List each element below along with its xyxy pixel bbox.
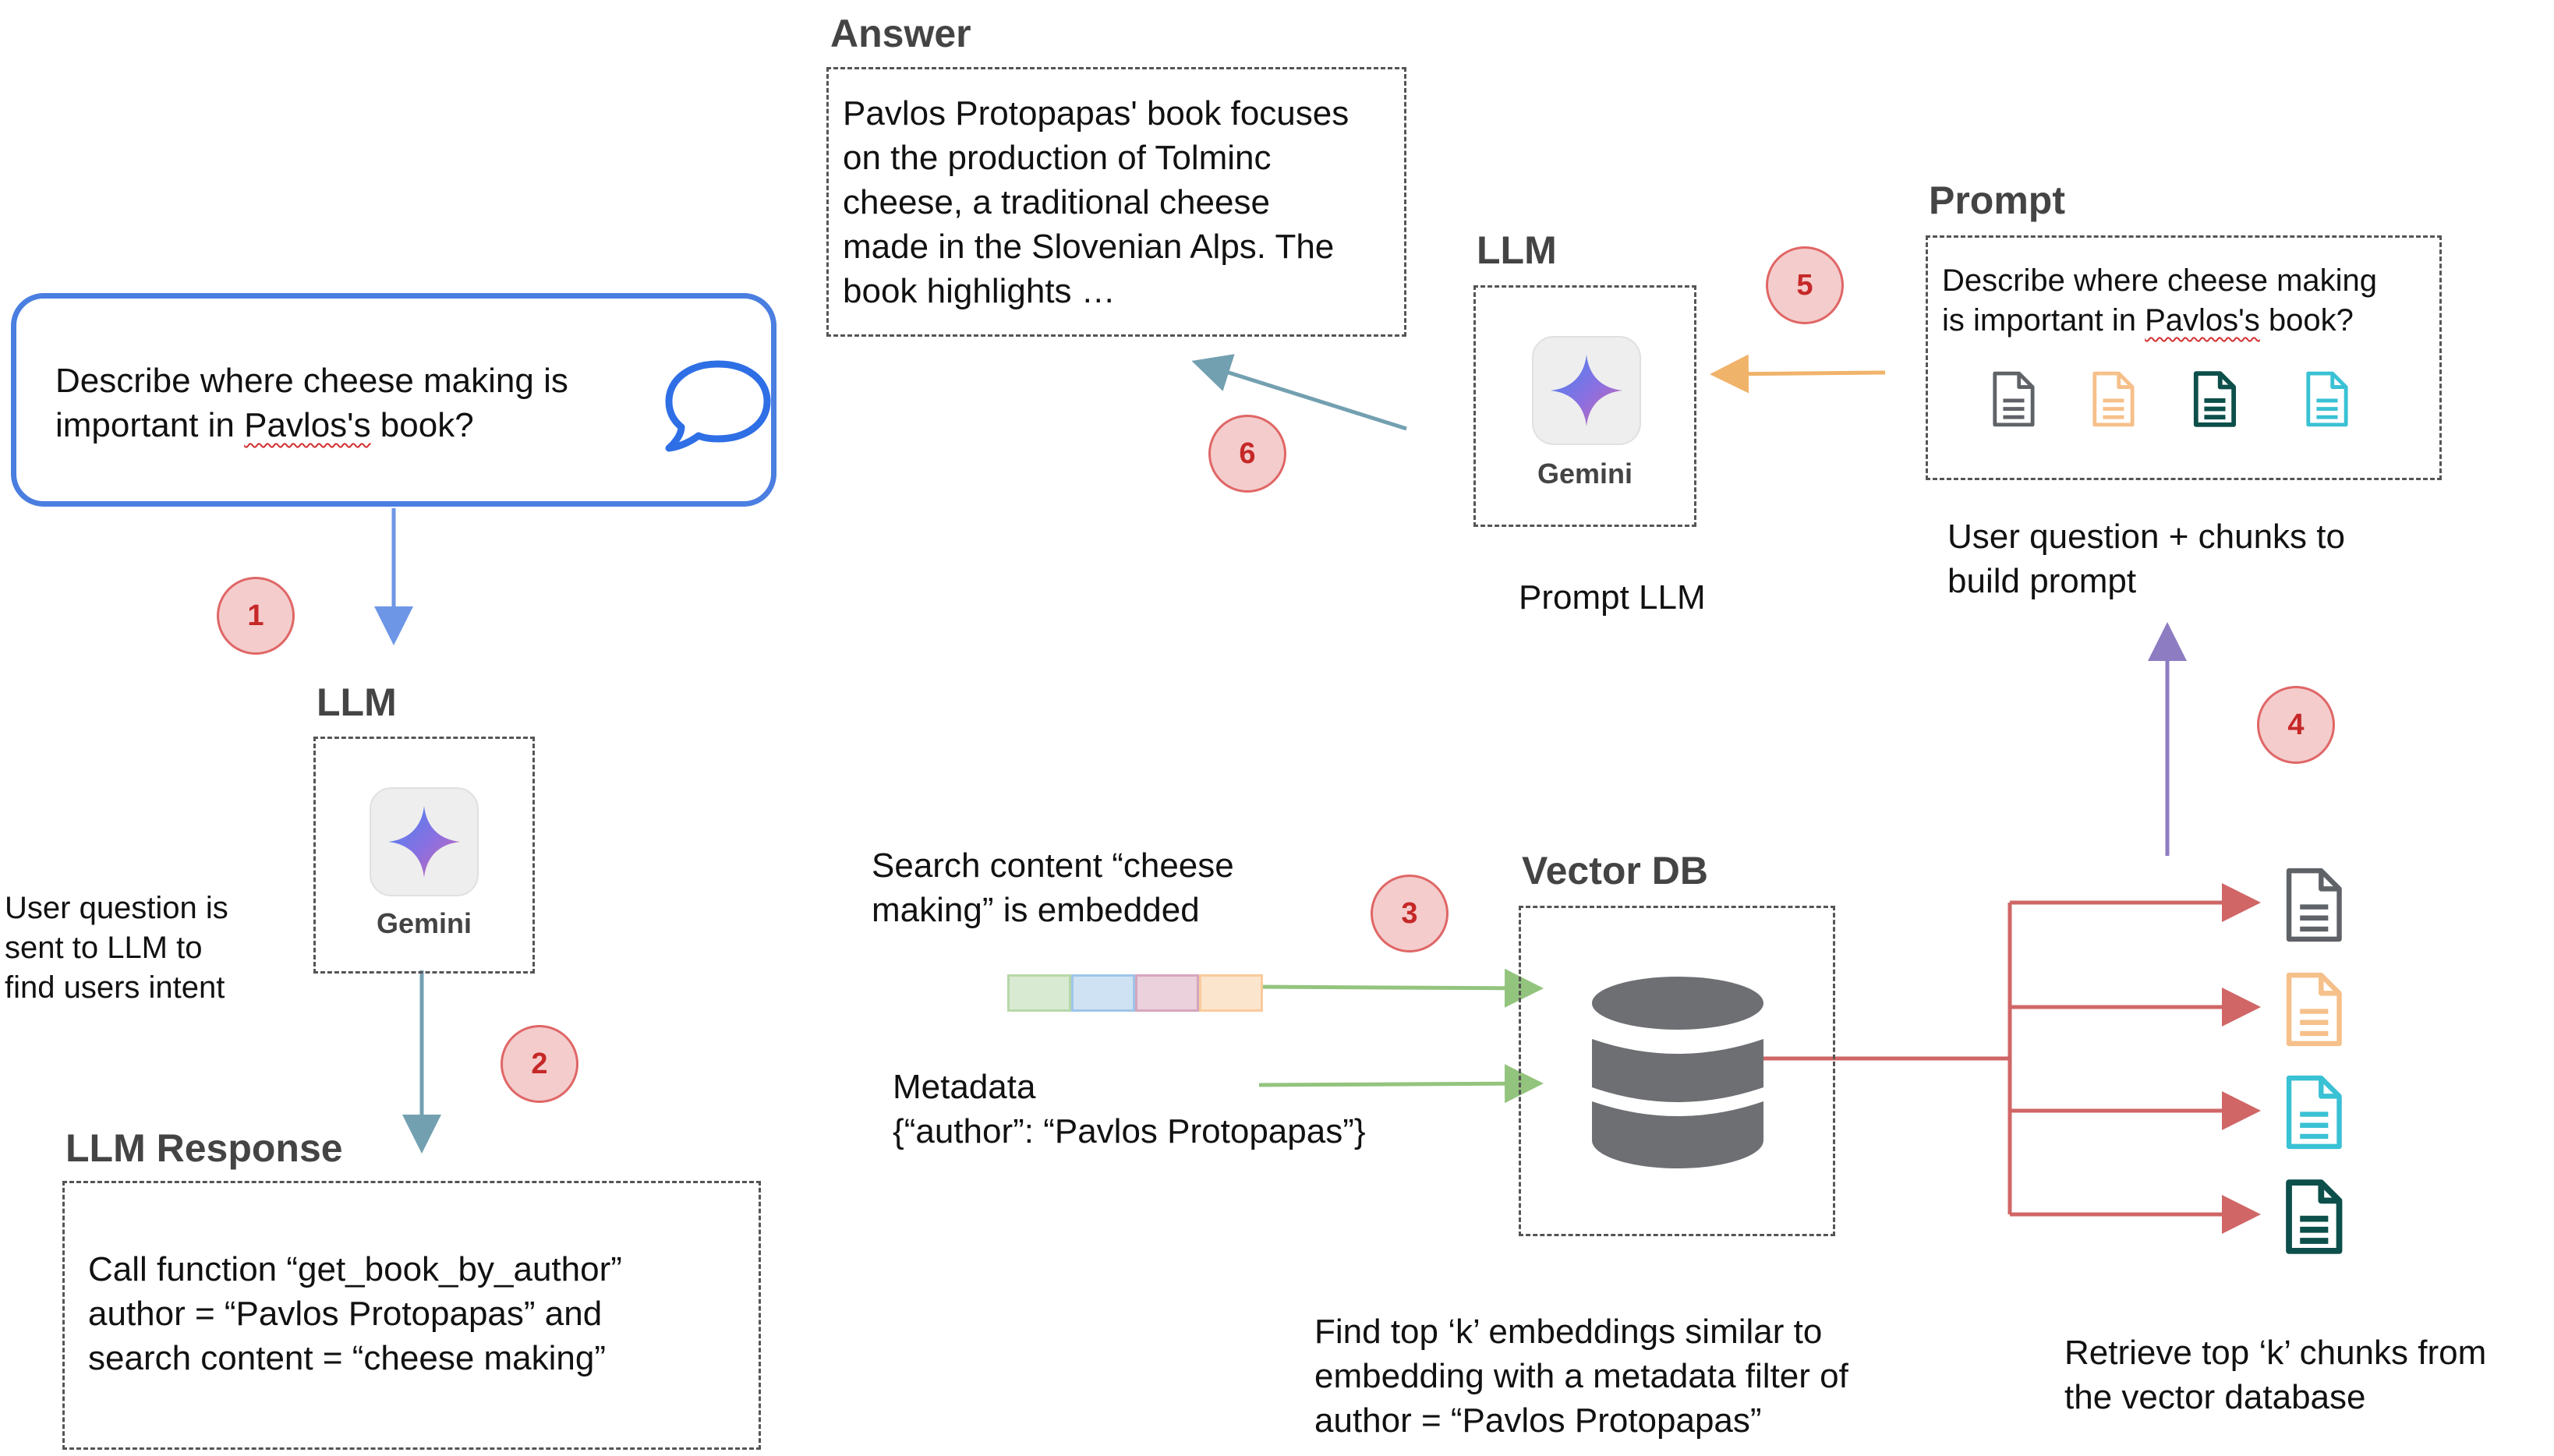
- document-gray-icon: [2286, 868, 2342, 942]
- caption-line: find users intent: [5, 970, 225, 1005]
- arrow-embedding-to-db: [1253, 968, 1544, 1008]
- embedding-cell: [1135, 974, 1199, 1012]
- document-peach-icon: [2286, 972, 2342, 1047]
- prompt-line-1: Describe where cheese making: [1942, 263, 2378, 298]
- retrieve-caption: Retrieve top ‘k’ chunks from the vector …: [2064, 1331, 2486, 1419]
- caption-line: User question + chunks to: [1947, 518, 2345, 556]
- answer-line: on the production of Tolminc: [843, 139, 1272, 177]
- embedding-cell: [1071, 974, 1135, 1012]
- database-icon: [1592, 977, 1763, 1168]
- response-line: Call function “get_book_by_author”: [88, 1250, 622, 1288]
- prompt-name: Pavlos's: [2145, 303, 2260, 337]
- prompt-heading: Prompt: [1929, 178, 2065, 222]
- document-dark-icon: [2286, 1179, 2343, 1254]
- document-teal-icon: [2306, 371, 2348, 427]
- vector-db-heading: Vector DB: [1522, 849, 1708, 892]
- response-line: author = “Pavlos Protopapas” and: [88, 1295, 603, 1333]
- answer-line: Pavlos Protopapas' book focuses: [843, 94, 1350, 133]
- gemini-label: Gemini: [1537, 458, 1633, 489]
- caption-line: making” is embedded: [872, 891, 1200, 929]
- embed-caption: Search content “cheese making” is embedd…: [872, 843, 1234, 932]
- metadata-value: {“author”: “Pavlos Protopapas”}: [893, 1112, 1366, 1150]
- caption-line: Find top ‘k’ embeddings similar to: [1314, 1313, 1823, 1351]
- find-caption: Find top ‘k’ embeddings similar to embed…: [1314, 1309, 1848, 1443]
- arrow-db-to-chunks: [1752, 883, 2261, 1234]
- answer-line: cheese, a traditional cheese: [843, 183, 1270, 221]
- gemini-sparkle-icon: [387, 805, 461, 878]
- caption-line: Search content “cheese: [872, 846, 1234, 885]
- arrow-prompt-to-llm: [1710, 354, 1886, 394]
- chat-bubble-icon: [665, 360, 771, 452]
- caption-line: embedding with a metadata filter of: [1314, 1357, 1848, 1395]
- llm-prompt-heading: LLM: [1477, 228, 1557, 272]
- answer-line: made in the Slovenian Alps. The: [843, 228, 1335, 266]
- embedding-cell: [1007, 974, 1071, 1012]
- arrow-llm-to-answer: [1191, 354, 1407, 431]
- step-4-badge: 4: [2257, 686, 2335, 764]
- llm-response-box: Call function “get_book_by_author” autho…: [62, 1181, 761, 1450]
- caption-line: Retrieve top ‘k’ chunks from: [2064, 1334, 2487, 1372]
- caption-line: sent to LLM to: [5, 931, 203, 965]
- question-text: Describe where cheese making is importan…: [55, 359, 648, 447]
- prompt-text: Describe where cheese making is importan…: [1942, 261, 2377, 341]
- step-2-badge: 2: [501, 1025, 578, 1103]
- embedding-cell: [1199, 974, 1263, 1012]
- llm-response-text: Call function “get_book_by_author” autho…: [88, 1247, 622, 1380]
- document-peach-icon: [2092, 371, 2135, 427]
- gemini-sparkle-icon: [1550, 354, 1623, 427]
- gemini-tile: [1532, 336, 1641, 445]
- metadata-text: Metadata {“author”: “Pavlos Protopapas”}: [893, 1065, 1366, 1154]
- llm-prompt-box: Gemini: [1473, 285, 1696, 527]
- arrow-metadata-to-db: [1258, 1064, 1544, 1104]
- llm-intent-caption: User question is sent to LLM to find use…: [5, 889, 228, 1008]
- question-name: Pavlos's: [244, 406, 371, 444]
- step-6-badge: 6: [1208, 415, 1286, 493]
- document-teal-icon: [2286, 1075, 2342, 1150]
- caption-line: User question is: [5, 891, 228, 925]
- step-5-badge: 5: [1766, 246, 1844, 324]
- caption-line: author = “Pavlos Protopapas”: [1314, 1401, 1762, 1440]
- answer-line: book highlights …: [843, 272, 1116, 310]
- question-bubble: Describe where cheese making is importan…: [11, 293, 776, 507]
- gemini-label: Gemini: [376, 907, 472, 939]
- document-gray-icon: [1993, 371, 2035, 427]
- prompt-box: Describe where cheese making is importan…: [1926, 235, 2442, 480]
- llm-prompt-caption: Prompt LLM: [1519, 578, 1706, 617]
- question-line-1: Describe where cheese making is: [55, 362, 568, 400]
- answer-heading: Answer: [830, 12, 971, 55]
- metadata-label: Metadata: [893, 1068, 1036, 1106]
- prompt-line-2: is important in Pavlos's book?: [1942, 303, 2354, 337]
- question-line-2: important in Pavlos's book?: [55, 406, 474, 444]
- gemini-tile: [370, 787, 479, 896]
- caption-line: the vector database: [2064, 1378, 2366, 1416]
- llm-intent-box: Gemini: [313, 737, 535, 974]
- caption-line: build prompt: [1947, 562, 2137, 600]
- step-3-badge: 3: [1371, 875, 1449, 952]
- embedding-vector: [1007, 974, 1263, 1012]
- vector-db-box: [1519, 906, 1835, 1236]
- step-1-badge: 1: [217, 577, 295, 655]
- response-line: search content = “cheese making”: [88, 1339, 607, 1377]
- prompt-caption: User question + chunks to build prompt: [1947, 514, 2345, 603]
- document-dark-icon: [2193, 371, 2237, 427]
- answer-text: Pavlos Protopapas' book focuses on the p…: [843, 91, 1349, 313]
- llm-intent-heading: LLM: [317, 680, 397, 724]
- answer-box: Pavlos Protopapas' book focuses on the p…: [826, 67, 1406, 337]
- llm-response-heading: LLM Response: [65, 1126, 343, 1170]
